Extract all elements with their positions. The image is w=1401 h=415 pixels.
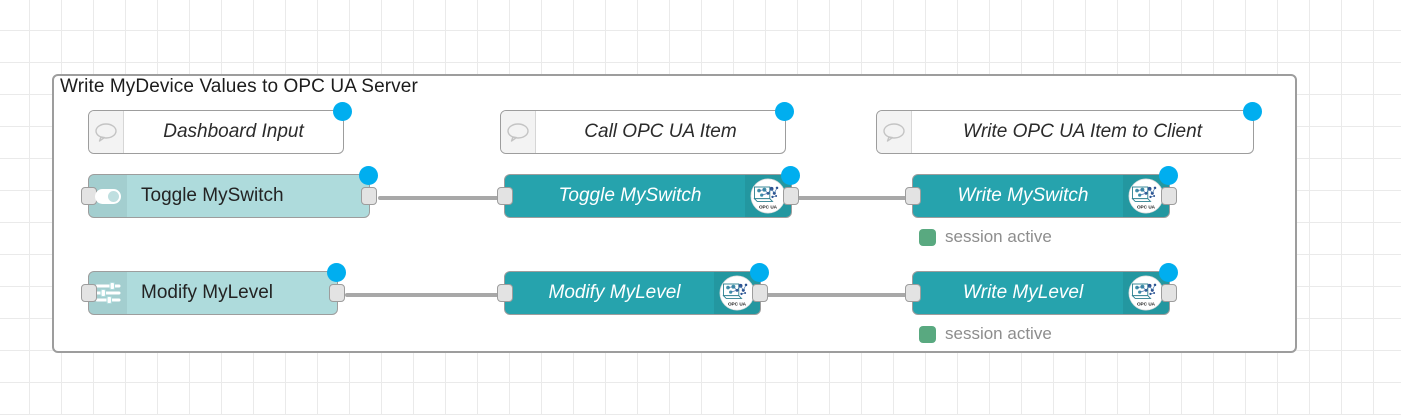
dashboard-node-modify-mylevel[interactable]: Modify MyLevel [81, 263, 346, 315]
speech-bubble-icon [95, 123, 117, 142]
opcua-node-modify-mylevel[interactable]: Modify MyLevel OPC UA [497, 263, 769, 315]
comment-label: Write OPC UA Item to Client [963, 121, 1202, 142]
node-output-port[interactable] [1161, 187, 1177, 205]
node-status-write-mylevel: session active [919, 324, 1052, 344]
opc-ua-logo-text: OPC UA [728, 302, 747, 307]
comment-icon [877, 111, 912, 153]
comment-node-call-opc-ua-item[interactable]: Call OPC UA Item [500, 102, 794, 154]
comment-label: Dashboard Input [163, 121, 304, 142]
speech-bubble-icon [507, 123, 529, 142]
comment-icon [501, 111, 536, 153]
opcua-node-write-mylevel[interactable]: Write MyLevel OPC UA [905, 263, 1178, 315]
node-output-port[interactable] [361, 187, 377, 205]
node-changed-indicator [750, 263, 769, 282]
node-input-port[interactable] [905, 284, 921, 302]
toggle-switch-icon [89, 175, 127, 217]
node-label: Toggle MySwitch [558, 185, 702, 206]
status-label: session active [945, 324, 1052, 343]
node-changed-indicator [359, 166, 378, 185]
status-badge [919, 228, 936, 246]
wire-level-middle-to-target[interactable] [753, 293, 911, 297]
comment-node-write-opc-ua-item-to-client[interactable]: Write OPC UA Item to Client [876, 102, 1262, 154]
node-changed-indicator [327, 263, 346, 282]
node-label: Write MySwitch [957, 185, 1089, 206]
node-status-write-myswitch: session active [919, 227, 1052, 247]
speech-bubble-icon [883, 123, 905, 142]
opcua-node-write-myswitch[interactable]: Write MySwitch OPC UA [905, 166, 1178, 218]
node-label: Toggle MySwitch [141, 185, 284, 206]
node-output-port[interactable] [1161, 284, 1177, 302]
node-label: Modify MyLevel [141, 282, 273, 303]
node-output-port[interactable] [783, 187, 799, 205]
comment-node-dashboard-input[interactable]: Dashboard Input [88, 102, 352, 154]
comment-icon [89, 111, 124, 153]
node-input-port[interactable] [905, 187, 921, 205]
comment-label: Call OPC UA Item [584, 121, 737, 142]
node-changed-indicator [775, 102, 794, 121]
node-changed-indicator [781, 166, 800, 185]
opc-ua-logo-text: OPC UA [1137, 205, 1156, 210]
wire-toggle-middle-to-target[interactable] [784, 196, 912, 200]
opcua-node-toggle-myswitch[interactable]: Toggle MySwitch OPC U [497, 166, 800, 218]
opc-ua-logo-text: OPC UA [759, 205, 778, 210]
opc-ua-logo-icon: OPC UA [714, 272, 760, 314]
node-output-port[interactable] [752, 284, 768, 302]
node-input-port[interactable] [497, 284, 513, 302]
node-changed-indicator [333, 102, 352, 121]
node-output-port[interactable] [329, 284, 345, 302]
node-label: Modify MyLevel [548, 282, 681, 303]
wire-level-source-to-middle[interactable] [345, 293, 503, 297]
dashboard-node-toggle-myswitch[interactable]: Toggle MySwitch [81, 166, 378, 218]
node-changed-indicator [1159, 166, 1178, 185]
status-label: session active [945, 227, 1052, 246]
node-changed-indicator [1159, 263, 1178, 282]
node-label: Write MyLevel [962, 282, 1084, 303]
node-changed-indicator [1243, 102, 1262, 121]
opc-ua-logo-text: OPC UA [1137, 302, 1156, 307]
node-group-title: Write MyDevice Values to OPC UA Server [60, 76, 418, 97]
node-input-port[interactable] [497, 187, 513, 205]
wire-toggle-source-to-middle[interactable] [378, 196, 504, 200]
status-badge [919, 325, 936, 343]
node-input-port[interactable] [81, 284, 97, 302]
